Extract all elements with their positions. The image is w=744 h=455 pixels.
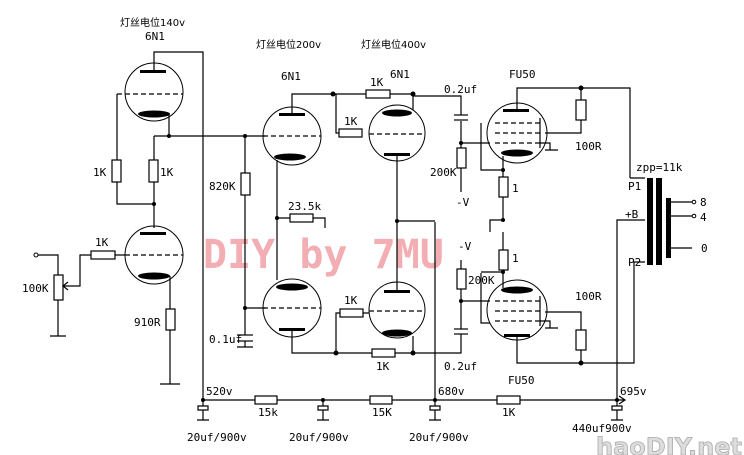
- resistor-1k-b: [148, 159, 159, 183]
- label-520v: 520v: [206, 385, 233, 398]
- resistor-1-top: [498, 176, 509, 198]
- tube-v1-6n1: [117, 62, 184, 122]
- label-filament-400: 灯丝电位400v: [361, 38, 426, 51]
- label-r-grid2: 1K: [160, 166, 174, 179]
- potentiometer-100k: [53, 274, 64, 301]
- label-r23-5k: 23.5k: [288, 200, 321, 213]
- label-cap-b: 20uf/900v: [289, 431, 349, 444]
- label-fu50-top: FU50: [509, 68, 536, 81]
- label-tap-4: 4: [700, 211, 707, 224]
- resistor-100r-top: [575, 99, 587, 121]
- tube-fu50-bottom: [486, 279, 548, 341]
- tube-v2-6n1: [124, 225, 184, 285]
- label-p2: P2: [628, 256, 641, 269]
- label-r-grid1: 1K: [93, 166, 107, 179]
- resistor-1k-grid-top: [338, 128, 363, 138]
- label-6n1-c: 6N1: [390, 68, 410, 81]
- resistor-1k-grid-bot: [339, 308, 364, 318]
- label-r15k-a: 15k: [258, 406, 278, 419]
- resistor-910r: [165, 308, 176, 331]
- label-c02-bot: 0.2uf: [444, 360, 477, 373]
- watermark: DIY by 7MU: [203, 232, 444, 278]
- label-6n1-b: 6N1: [281, 70, 301, 83]
- resistor-1k-bot: [371, 348, 396, 358]
- resistor-23-5k: [289, 213, 314, 223]
- label-r1k-plate: 1K: [370, 76, 384, 89]
- resistor-200k-bot: [456, 268, 467, 290]
- label-r100r-bot: 100R: [575, 290, 602, 303]
- label-r15k-b: 15K: [372, 406, 392, 419]
- label-pot: 100K: [22, 282, 49, 295]
- label-b-plus: +B: [625, 208, 639, 221]
- resistor-820k: [240, 172, 251, 196]
- label-cap-a: 20uf/900v: [187, 431, 247, 444]
- label-cap-d: 440uf900v: [572, 422, 632, 435]
- resistor-1k-plate: [365, 89, 391, 99]
- label-r200k-bot: 200K: [468, 274, 495, 287]
- tube-v6-6n1: [368, 281, 426, 339]
- label-r910: 910R: [134, 316, 161, 329]
- label-r1k-bot: 1K: [376, 360, 390, 373]
- label-filament-200: 灯丝电位200v: [256, 38, 321, 51]
- label-filament-140: 灯丝电位140v: [120, 16, 185, 29]
- label-tap-0: 0: [701, 242, 708, 255]
- label-neg-v-bot: -V: [458, 240, 472, 253]
- tube-v4-6n1: [262, 278, 322, 338]
- label-r820k: 820K: [209, 180, 236, 193]
- label-r200k-top: 200K: [430, 166, 457, 179]
- label-695v: 695v: [620, 385, 647, 398]
- label-p1: P1: [628, 180, 641, 193]
- resistor-1k-rail: [496, 395, 521, 405]
- label-r1-top: 1: [512, 182, 519, 195]
- filter-capacitors: [197, 398, 623, 421]
- resistor-1-bot: [498, 249, 509, 271]
- label-r1k-grid-top: 1K: [344, 115, 358, 128]
- label-zpp: zpp=11k: [636, 161, 683, 174]
- label-cap-c: 20uf/900v: [409, 431, 469, 444]
- label-neg-v-top: -V: [456, 196, 470, 209]
- resistor-input-1k: [90, 250, 116, 260]
- label-r1-bot: 1: [512, 252, 519, 265]
- tube-v5-6n1: [368, 104, 426, 162]
- resistor-1k-a: [111, 159, 122, 183]
- resistor-15k-a: [254, 395, 278, 405]
- tube-fu50-top: [486, 102, 548, 164]
- label-r100r-top: 100R: [575, 140, 602, 153]
- resistor-200k-top: [456, 147, 467, 169]
- label-r-input: 1K: [95, 236, 109, 249]
- label-r1k-rail: 1K: [502, 406, 516, 419]
- tube-v3-6n1: [262, 106, 322, 166]
- label-c01uf: 0.1uf: [209, 333, 242, 346]
- label-r1k-grid-bot: 1K: [344, 294, 358, 307]
- label-tap-8: 8: [700, 196, 707, 209]
- output-transformer: [616, 177, 697, 400]
- input-terminal: [33, 252, 39, 258]
- site-logo: haoDIY.net: [596, 433, 742, 455]
- label-fu50-bottom: FU50: [508, 374, 535, 387]
- resistor-100r-bot: [575, 329, 587, 351]
- label-c02-top: 0.2uf: [444, 83, 477, 96]
- label-680v: 680v: [438, 385, 465, 398]
- label-6n1-a: 6N1: [145, 30, 165, 43]
- resistor-15k-b: [369, 395, 393, 405]
